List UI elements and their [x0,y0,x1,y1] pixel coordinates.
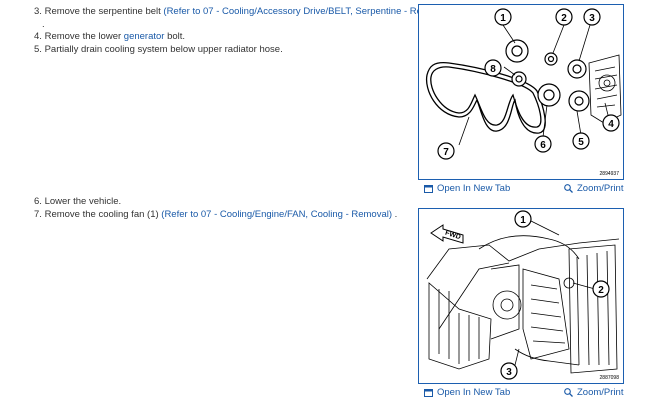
svg-text:5: 5 [578,137,584,148]
open-in-new-tab-button[interactable]: Open In New Tab [424,183,510,194]
step-number: 4. [34,31,42,42]
step-text: Remove the cooling fan (1) [44,208,159,220]
step-6: 6. Lower the vehicle. [34,196,397,209]
figure-frame[interactable]: 1 2 3 4 5 6 7 8 2894937 [418,4,624,180]
step-text: Partially drain cooling system below upp… [44,43,283,55]
figure-frame[interactable]: FWD 1 [418,208,624,384]
step-text: Lower the vehicle. [44,196,122,207]
zoom-print-button[interactable]: Zoom/Print [564,183,623,194]
zoom-print-button[interactable]: Zoom/Print [564,387,623,398]
step-text: bolt. [167,31,186,42]
step-number: 3. [34,6,42,17]
open-tab-icon [424,184,433,193]
svg-text:FWD: FWD [444,230,461,242]
step-3-trail: . [34,19,414,32]
open-tab-icon [424,388,433,397]
figure-number: 2887098 [599,375,619,381]
procedure-steps: 3. Remove the serpentine belt (Refer to … [34,6,450,57]
svg-text:6: 6 [540,140,546,151]
figure-serpentine-belt: 1 2 3 4 5 6 7 8 2894937 Open In New Tab … [418,4,624,196]
svg-text:1: 1 [500,13,506,24]
svg-text:3: 3 [589,13,595,24]
callout-5: 5 [572,132,590,150]
magnifier-icon [564,184,573,193]
svg-text:2: 2 [561,13,567,24]
callout-1: 1 [494,8,512,26]
svg-text:8: 8 [490,64,496,75]
open-in-new-tab-button[interactable]: Open In New Tab [424,387,510,398]
figure-cooling-fan: FWD 1 [418,208,624,403]
step-4: 4. Remove the lower generator bolt. [34,31,414,44]
step-text: Remove the serpentine belt [44,6,161,17]
svg-text:2: 2 [598,285,604,296]
magnifier-icon [564,388,573,397]
open-in-new-tab-label: Open In New Tab [437,387,511,398]
forward-arrow: FWD [430,224,464,244]
step-number: 6. [34,196,42,207]
cooling-fan-illustration: FWD 1 [426,210,620,380]
callout-6: 6 [534,135,552,153]
step-text: . [394,208,398,220]
cooling-fan-removal-link[interactable]: (Refer to 07 - Cooling/Engine/FAN, Cooli… [161,208,393,220]
figure-number: 2894937 [599,171,619,177]
zoom-print-label: Zoom/Print [577,183,624,194]
step-text: Remove the lower [44,31,122,42]
step-5: 5. Partially drain cooling system below … [34,44,414,57]
callout-4: 4 [602,114,620,132]
step-number: 5. [34,43,42,55]
callout-2: 2 [592,280,610,298]
svg-text:1: 1 [520,215,526,226]
svg-text:4: 4 [608,119,614,130]
generator-link[interactable]: generator [123,31,165,42]
svg-text:7: 7 [443,147,449,158]
zoom-print-label: Zoom/Print [577,387,624,398]
step-3: 3. Remove the serpentine belt (Refer to … [34,6,450,19]
callout-7: 7 [437,142,455,160]
callout-8: 8 [484,59,502,77]
svg-text:3: 3 [506,367,512,378]
figure-toolbar: Open In New Tab Zoom/Print [418,386,624,401]
step-trailing-period: . [42,18,45,30]
figure-toolbar: Open In New Tab Zoom/Print [418,182,624,197]
procedure-steps-continued: 6. Lower the vehicle. 7. Remove the cool… [34,196,397,221]
belt-routing-illustration: 1 2 3 4 5 6 7 8 [425,8,622,160]
open-in-new-tab-label: Open In New Tab [437,183,511,194]
step-number: 7. [34,208,42,220]
serpentine-belt-removal-link[interactable]: (Refer to 07 - Cooling/Accessory Drive/B… [163,6,451,17]
callout-3: 3 [500,362,518,380]
callout-3: 3 [583,8,601,26]
callout-1: 1 [514,210,532,228]
callout-2: 2 [555,8,573,26]
step-7: 7. Remove the cooling fan (1) (Refer to … [34,209,397,222]
